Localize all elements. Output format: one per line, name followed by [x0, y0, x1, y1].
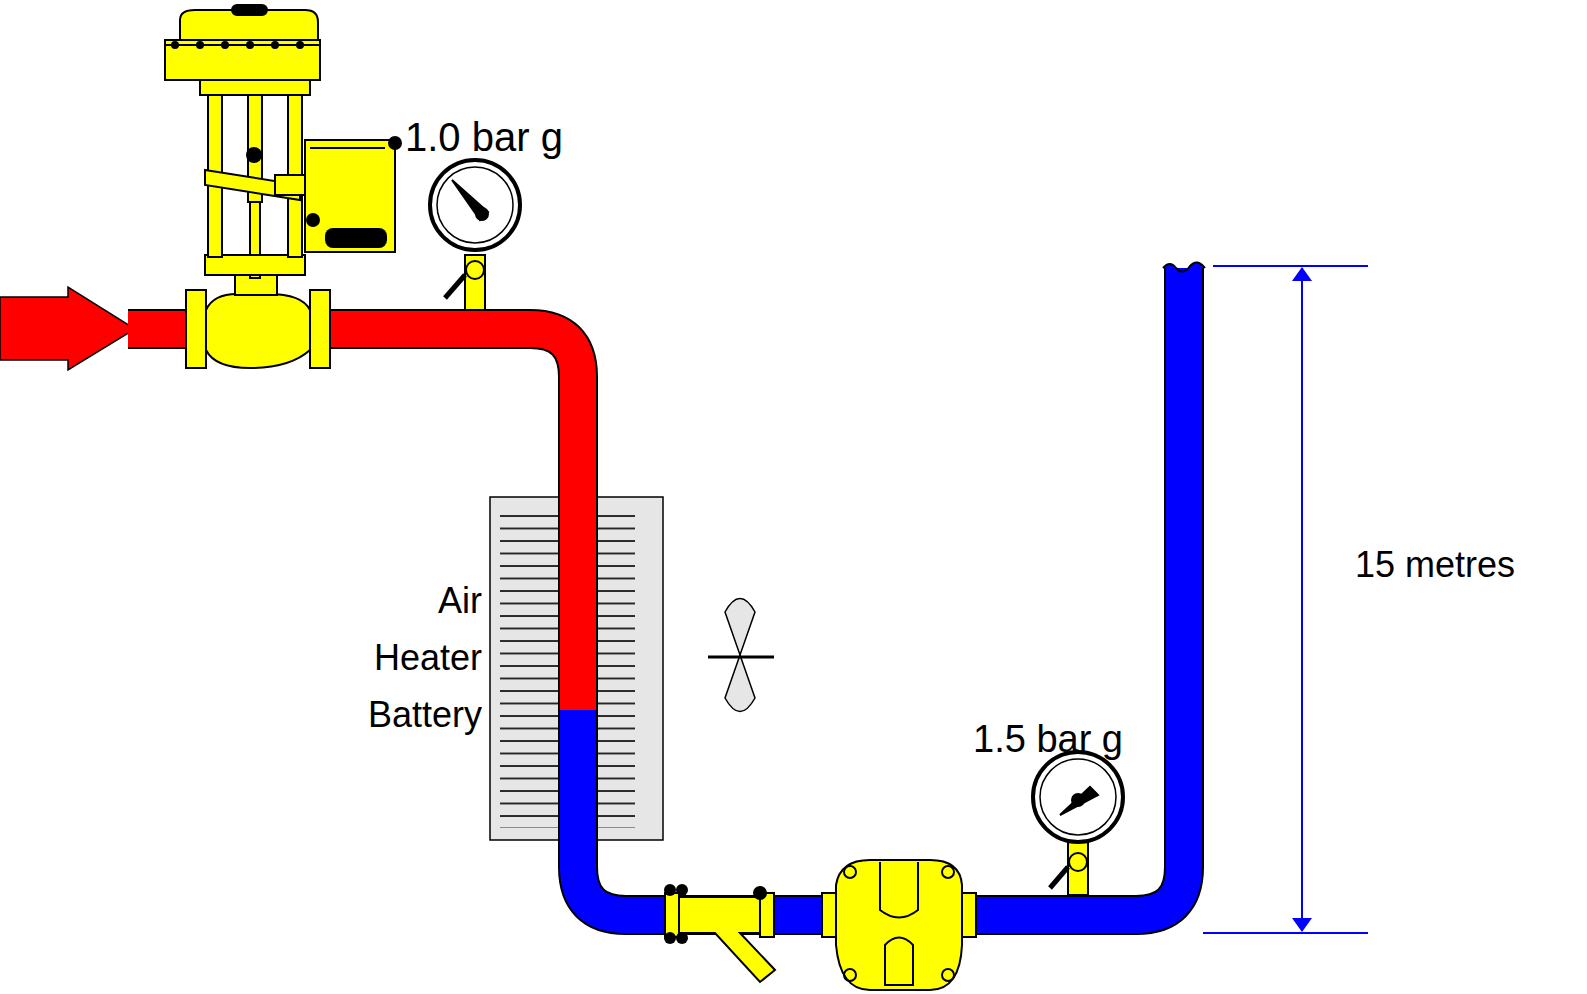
strainer [664, 884, 775, 982]
height-dimension [1203, 266, 1368, 933]
annotation-label: 1.5 bar g [973, 719, 1123, 761]
pressure-gauge [430, 160, 520, 310]
inlet-arrow [0, 287, 135, 370]
annotation-label: 15 metres [1355, 545, 1515, 585]
heater-label-block: Air Heater Battery [335, 572, 482, 743]
annotation-label: 1.0 bar g [405, 115, 563, 159]
node-text: Air Heater Battery [335, 572, 482, 743]
steam-trap [822, 860, 976, 990]
control-valve [165, 5, 402, 368]
condensate-pipe [578, 262, 1205, 915]
pressure-gauge [1033, 752, 1123, 895]
fan-symbol [708, 599, 774, 712]
steam-pipe [128, 329, 578, 712]
